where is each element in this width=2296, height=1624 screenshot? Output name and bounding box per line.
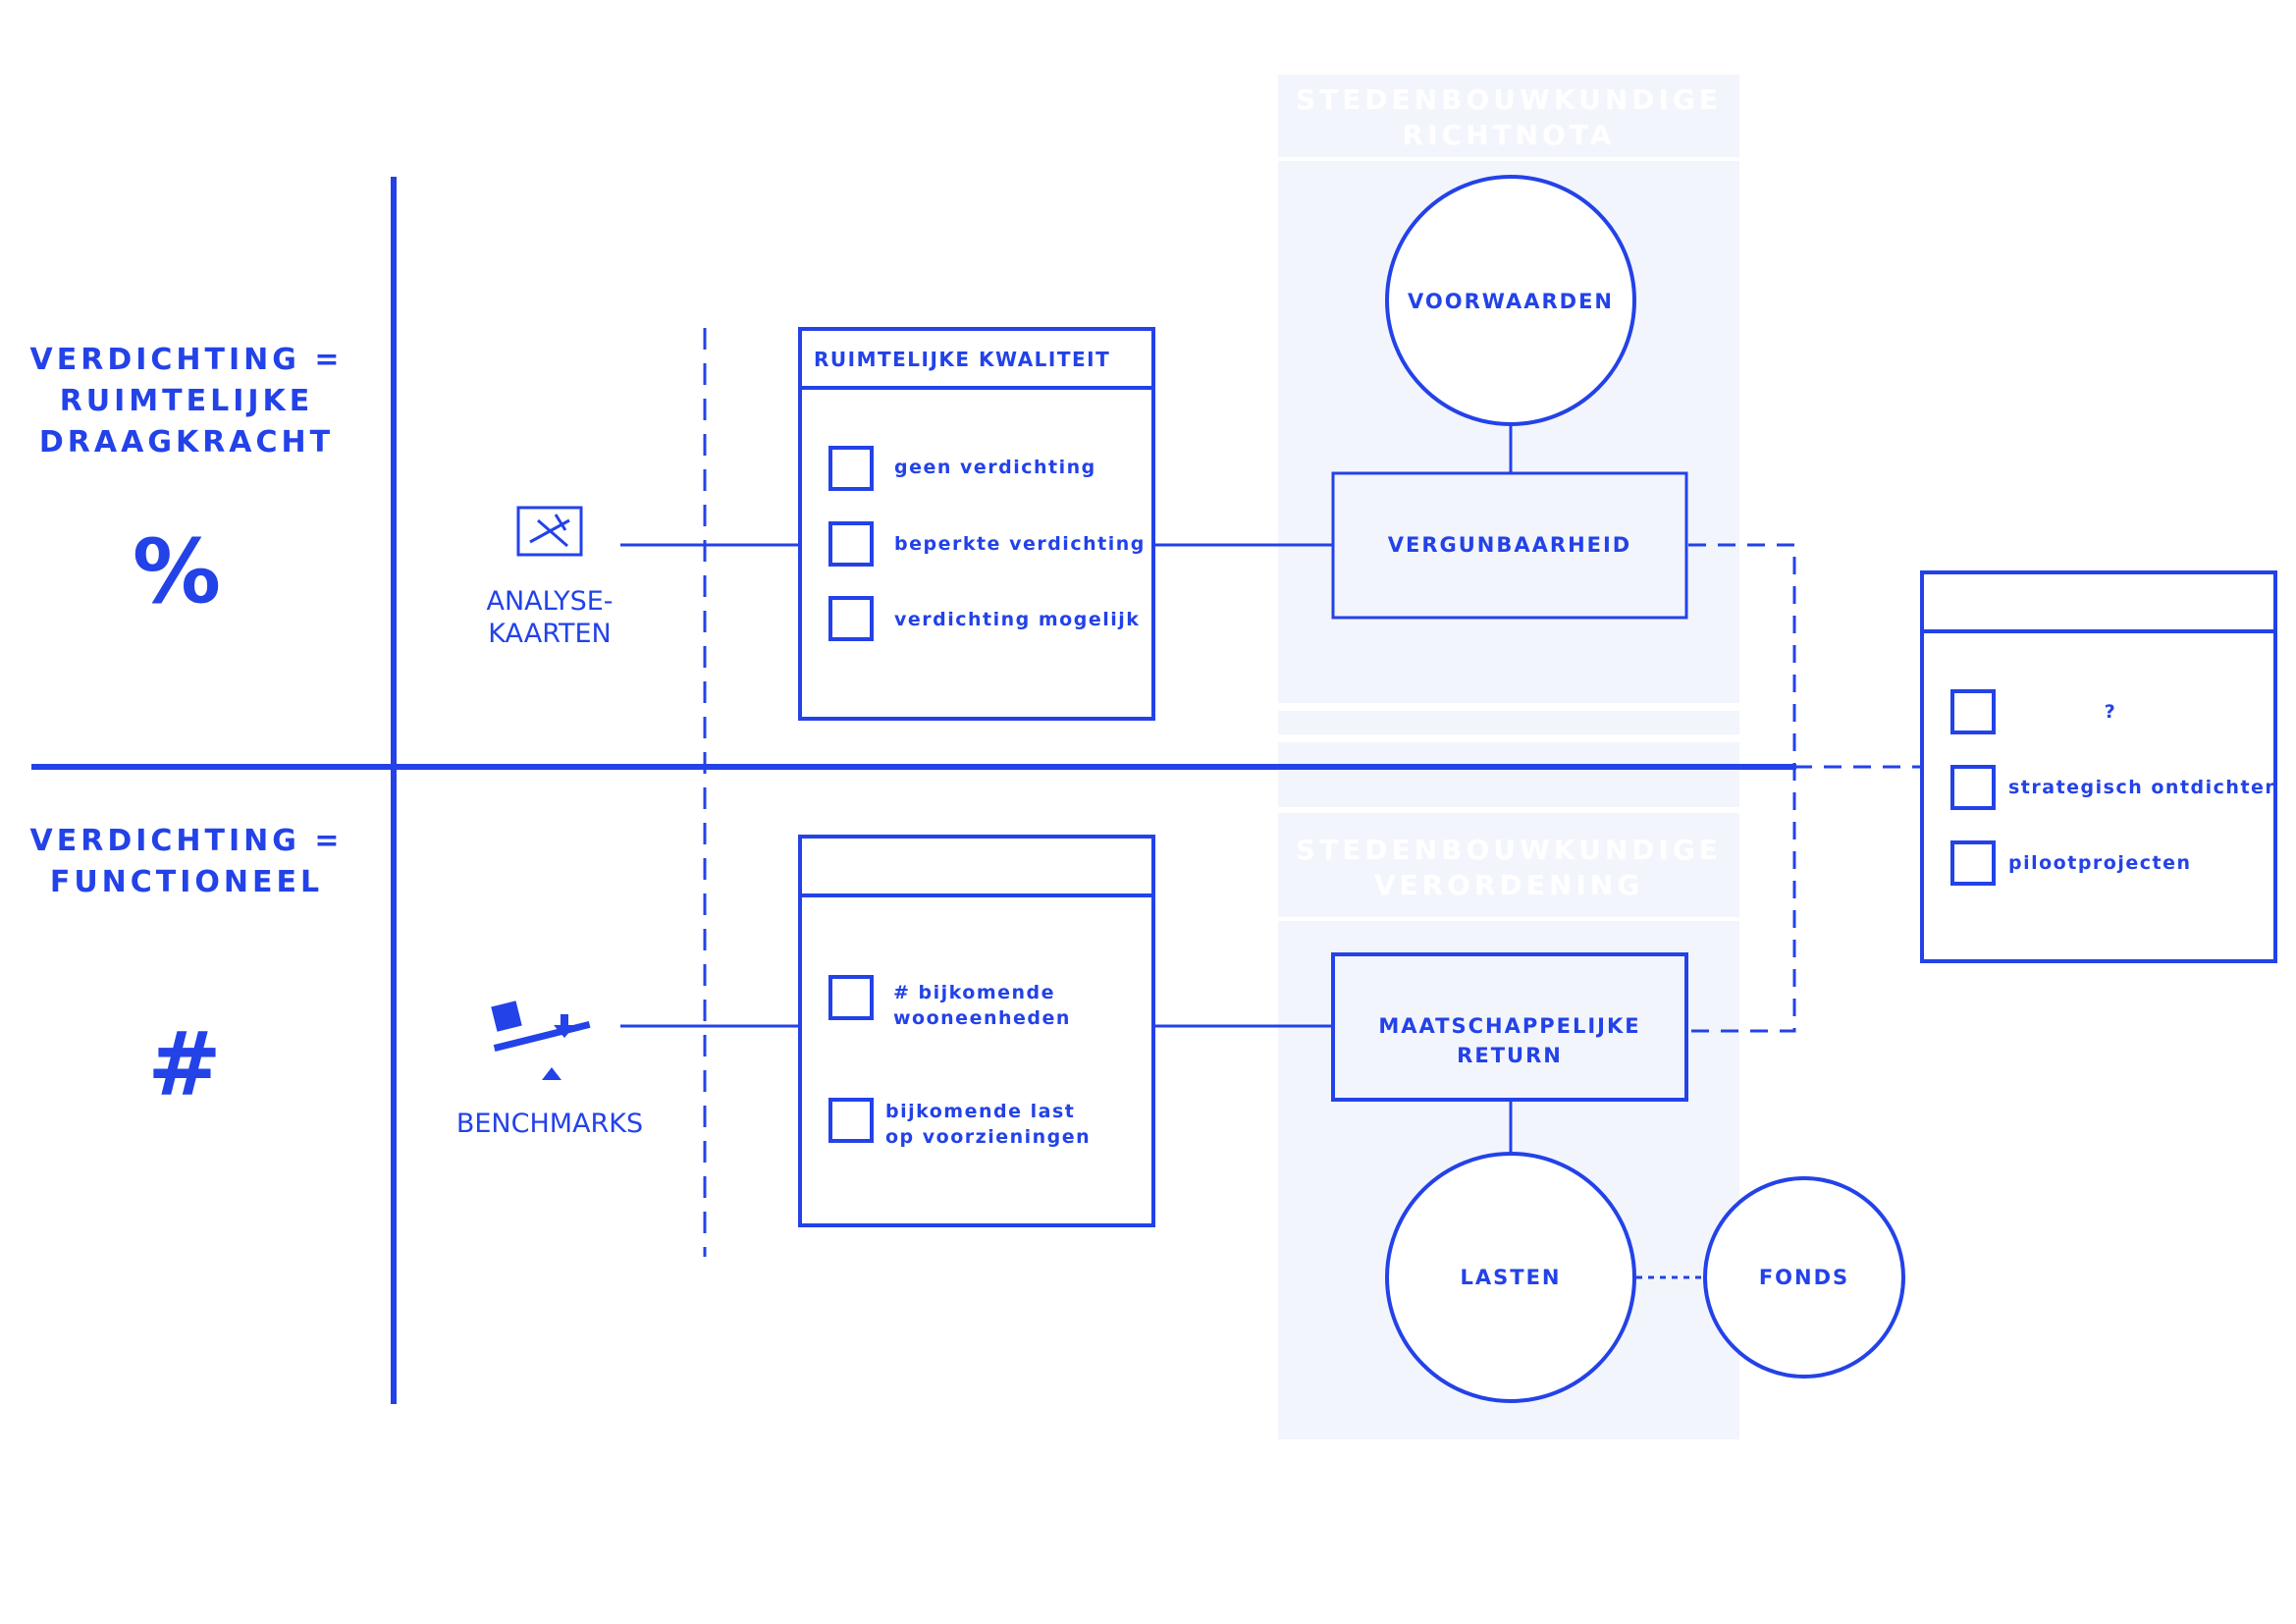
lasten-label: LASTEN: [1460, 1266, 1562, 1289]
map-icon: [516, 506, 583, 557]
heading-ruimtelijke-draagkracht: VERDICHTING = RUIMTELIJKE DRAAGKRACHT: [29, 343, 344, 460]
band-title-verordening: STEDENBOUWKUNDIGE VERORDENING: [1295, 834, 1723, 901]
quality-box-title: RUIMTELIJKE KWALITEIT: [814, 348, 1111, 371]
vergunbaarheid-label: VERGUNBAARHEID: [1387, 533, 1632, 557]
checkbox-strategisch-ontdichten[interactable]: [1950, 765, 1996, 810]
hash-symbol: #: [147, 1013, 222, 1116]
item-verdichting-mogelijk: verdichting mogelijk: [894, 609, 1141, 630]
band-separator-strip: [1278, 711, 1739, 734]
lasten-circle: [1385, 1152, 1636, 1403]
balance-icon: [491, 1001, 591, 1080]
band-title-richtnota: STEDENBOUWKUNDIGE RICHTNOTA: [1295, 83, 1723, 151]
fonds-circle: [1703, 1176, 1905, 1379]
band-separator-strip-2: [1278, 742, 1739, 807]
band-richtnota-title-bg: [1278, 75, 1739, 157]
fonds-label: FONDS: [1758, 1266, 1850, 1289]
item-pilootprojecten: pilootprojecten: [2008, 852, 2192, 874]
voorwaarden-circle: [1385, 175, 1636, 426]
dashed-feedback-loop: [1688, 543, 1796, 1033]
checkbox-pilootprojecten[interactable]: [1950, 840, 1996, 886]
checkbox-bijkomende-wooneenheden[interactable]: [828, 975, 874, 1020]
percent-symbol: %: [132, 520, 222, 623]
checkbox-verdichting-mogelijk[interactable]: [828, 596, 874, 641]
maatschappelijke-return-box: [1331, 952, 1688, 1102]
band-verordening-title-bg: [1278, 813, 1739, 917]
maatschappelijke-return-label: MAATSCHAPPELIJKE RETURN: [1378, 1014, 1641, 1067]
heading-functioneel: VERDICHTING = FUNCTIONEEL: [29, 824, 344, 899]
checkbox-beperkte-verdichting[interactable]: [828, 521, 874, 567]
checkbox-geen-verdichting[interactable]: [828, 446, 874, 491]
item-question-mark: ?: [2104, 701, 2117, 723]
checkbox-bijkomende-last[interactable]: [828, 1098, 874, 1143]
vergunbaarheid-box: [1331, 471, 1688, 620]
functional-box: [798, 835, 1155, 1227]
item-bijkomende-wooneenheden: # bijkomende wooneenheden: [893, 982, 1071, 1029]
item-bijkomende-last: bijkomende last op voorzieningen: [885, 1101, 1092, 1148]
outcome-box: [1920, 570, 2277, 963]
item-geen-verdichting: geen verdichting: [894, 457, 1096, 478]
analysis-maps-label: ANALYSE- KAARTEN: [486, 586, 614, 649]
benchmarks-label: BENCHMARKS: [455, 1109, 644, 1139]
item-beperkte-verdichting: beperkte verdichting: [894, 533, 1146, 555]
checkbox-unknown[interactable]: [1950, 689, 1996, 734]
voorwaarden-label: VOORWAARDEN: [1407, 290, 1614, 313]
quality-box: [798, 327, 1155, 721]
item-strategisch-ontdichten: strategisch ontdichten: [2008, 777, 2280, 798]
